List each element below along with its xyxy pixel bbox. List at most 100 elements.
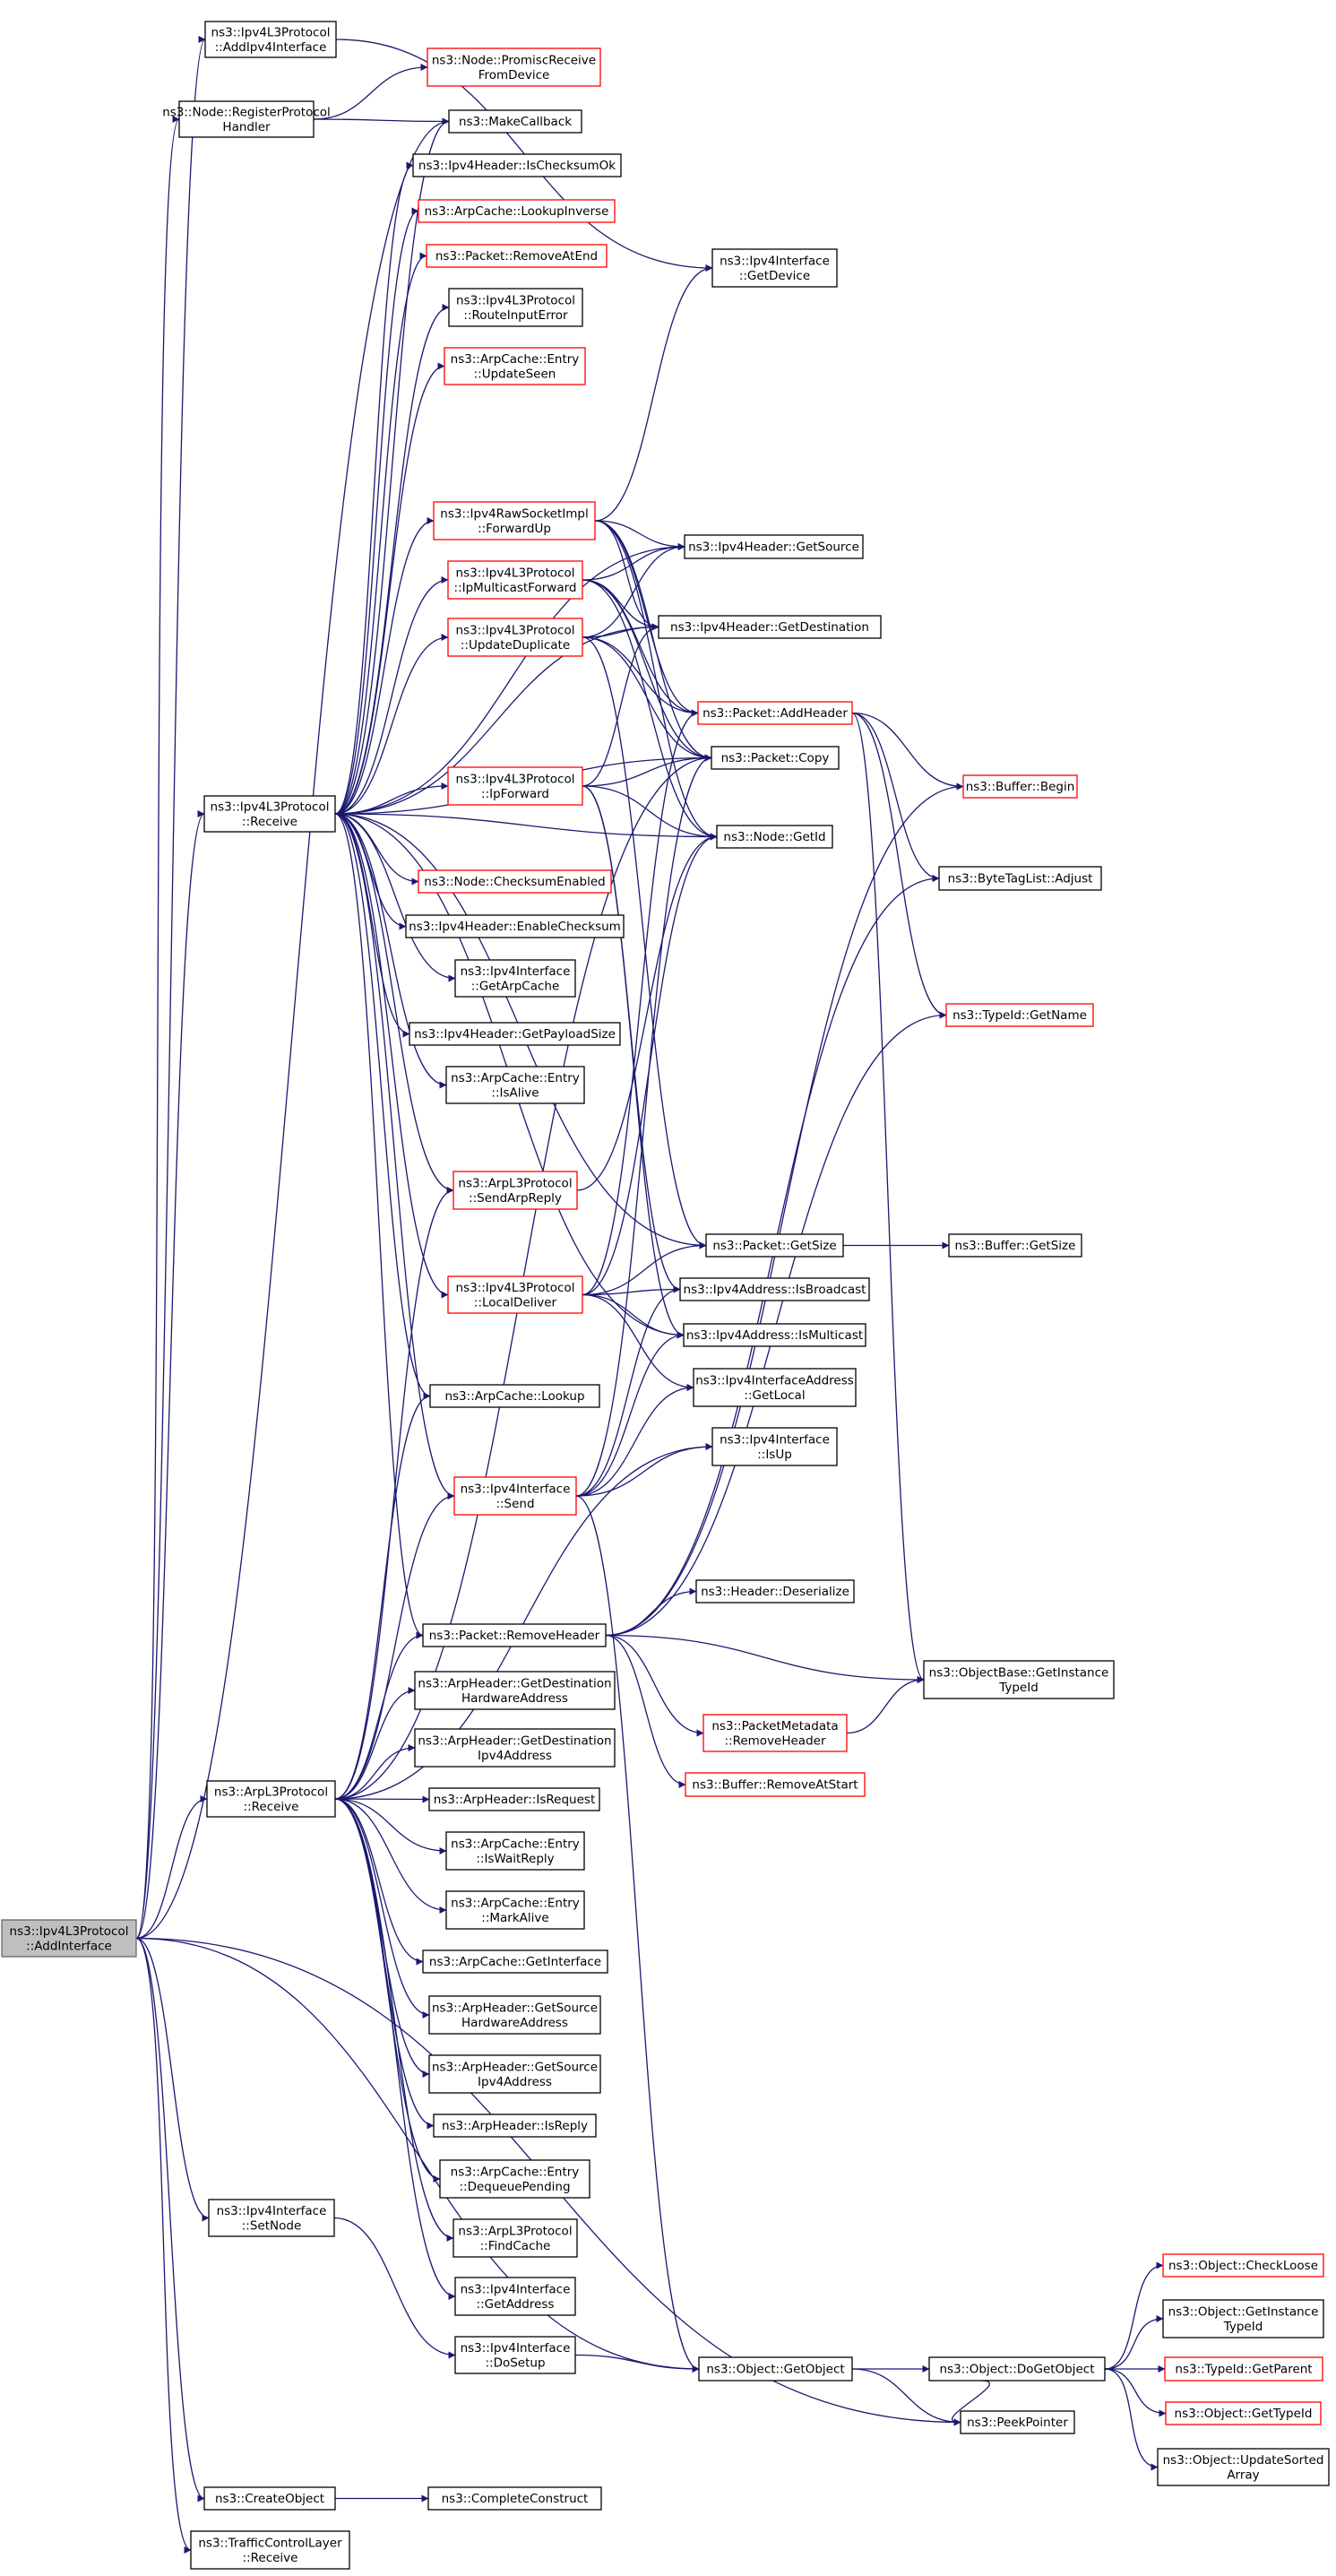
node-doSetup[interactable]: ns3::Ipv4Interface::DoSetup (454, 2336, 576, 2374)
node-root[interactable]: ns3::Ipv4L3Protocol::AddInterface (1, 1919, 137, 1958)
node-ipv4Receive[interactable]: ns3::Ipv4L3Protocol::Receive (203, 795, 336, 833)
node-completeConstruct[interactable]: ns3::CompleteConstruct (427, 2486, 602, 2511)
node-sendArpReply[interactable]: ns3::ArpL3Protocol::SendArpReply (453, 1171, 578, 1210)
node-nodeGetId[interactable]: ns3::Node::GetId (716, 825, 833, 849)
node-getObject[interactable]: ns3::Object::GetObject (698, 2356, 853, 2382)
node-bufferBegin[interactable]: ns3::Buffer::Begin (962, 774, 1078, 799)
node-arpGetInterface[interactable]: ns3::ArpCache::GetInterface (422, 1949, 608, 1974)
edge-ipv4Receive-to-localDeliver (334, 813, 449, 1299)
node-isBroadcast[interactable]: ns3::Ipv4Address::IsBroadcast (679, 1277, 870, 1301)
node-arpGetDestIp[interactable]: ns3::ArpHeader::GetDestinationIpv4Addres… (414, 1728, 616, 1768)
node-addIpv4[interactable]: ns3::Ipv4L3Protocol::AddIpv4Interface (204, 21, 337, 58)
node-bufferGetSize[interactable]: ns3::Buffer::GetSize (948, 1233, 1082, 1258)
node-pmRemoveHeader[interactable]: ns3::PacketMetadata::RemoveHeader (702, 1714, 848, 1752)
node-label: ns3::Buffer::Begin (966, 780, 1075, 794)
node-ifaceGetAddress[interactable]: ns3::Ipv4Interface::GetAddress (454, 2277, 576, 2316)
node-doGetObject[interactable]: ns3::Object::DoGetObject (928, 2356, 1106, 2382)
node-setNode[interactable]: ns3::Ipv4Interface::SetNode (208, 2199, 335, 2237)
node-box (928, 2356, 1106, 2382)
node-addHeader[interactable]: ns3::Packet::AddHeader (697, 701, 853, 725)
node-byteTagAdjust[interactable]: ns3::ByteTagList::Adjust (938, 866, 1102, 891)
edge-arpReceive-to-arpGetDestIp (334, 1744, 416, 1800)
node-getDestination[interactable]: ns3::Ipv4Header::GetDestination (658, 615, 882, 639)
node-peekPointer[interactable]: ns3::PeekPointer (960, 2410, 1075, 2434)
node-isRequest[interactable]: ns3::ArpHeader::IsRequest (428, 1787, 600, 1811)
node-box (1162, 2253, 1324, 2278)
node-updateDuplicate[interactable]: ns3::Ipv4L3Protocol::UpdateDuplicate (447, 618, 583, 657)
node-isAlive[interactable]: ns3::ArpCache::Entry::IsAlive (445, 1066, 585, 1104)
node-box (208, 2199, 335, 2237)
node-typeIdGetName[interactable]: ns3::TypeId::GetName (945, 1003, 1094, 1027)
node-packetCopy[interactable]: ns3::Packet::Copy (711, 746, 840, 770)
node-box (454, 959, 576, 998)
node-findCache[interactable]: ns3::ArpL3Protocol::FindCache (453, 2218, 578, 2258)
node-isUp[interactable]: ns3::Ipv4Interface::IsUp (711, 1427, 838, 1466)
node-tcReceive[interactable]: ns3::TrafficControlLayer::Receive (190, 2530, 350, 2570)
node-getArpCache[interactable]: ns3::Ipv4Interface::GetArpCache (454, 959, 576, 998)
node-box (697, 701, 853, 725)
node-packetGetSize[interactable]: ns3::Packet::GetSize (705, 1233, 844, 1258)
node-label: ns3::Buffer::GetSize (955, 1239, 1076, 1253)
node-removeHeader[interactable]: ns3::Packet::RemoveHeader (422, 1623, 607, 1647)
node-enableChecksum[interactable]: ns3::Ipv4Header::EnableChecksum (405, 914, 625, 938)
node-isWaitReply[interactable]: ns3::ArpCache::Entry::IsWaitReply (445, 1831, 585, 1871)
node-arpGetDestHw[interactable]: ns3::ArpHeader::GetDestinationHardwareAd… (414, 1671, 616, 1710)
node-box (447, 1275, 583, 1314)
node-arpReceive[interactable]: ns3::ArpL3Protocol::Receive (206, 1780, 336, 1818)
node-box (658, 615, 882, 639)
node-checksumEnabled[interactable]: ns3::Node::ChecksumEnabled (418, 869, 612, 894)
node-localDeliver[interactable]: ns3::Ipv4L3Protocol::LocalDeliver (447, 1275, 583, 1314)
node-label: ns3::Ipv4L3Protocol (456, 1281, 575, 1295)
node-bufferRemoveAtStart[interactable]: ns3::Buffer::RemoveAtStart (685, 1772, 866, 1797)
node-label: ns3::Packet::AddHeader (702, 706, 848, 721)
node-isMulticast[interactable]: ns3::Ipv4Address::IsMulticast (683, 1323, 866, 1347)
node-isReply[interactable]: ns3::ArpHeader::IsReply (433, 2114, 597, 2138)
node-makeCallback[interactable]: ns3::MakeCallback (448, 109, 582, 134)
node-ifaceSend[interactable]: ns3::Ipv4Interface::Send (453, 1476, 577, 1516)
node-label: ns3::Buffer::RemoveAtStart (692, 1778, 858, 1793)
node-createObject[interactable]: ns3::CreateObject (203, 2486, 336, 2511)
edge-root-to-createObject (135, 1937, 205, 2503)
node-routeInputError[interactable]: ns3::Ipv4L3Protocol::RouteInputError (448, 288, 583, 327)
node-removeAtEnd[interactable]: ns3::Packet::RemoveAtEnd (426, 244, 608, 268)
node-getDevice[interactable]: ns3::Ipv4Interface::GetDevice (711, 248, 838, 288)
node-box (711, 1427, 838, 1466)
node-box (453, 2218, 578, 2258)
node-box (1, 1919, 137, 1958)
node-forwardUp[interactable]: ns3::Ipv4RawSocketImpl::ForwardUp (433, 501, 596, 540)
node-label: ::IsUp (757, 1448, 792, 1462)
node-checkLoose[interactable]: ns3::Object::CheckLoose (1162, 2253, 1324, 2278)
node-label: ns3::Node::RegisterProtocol (162, 105, 331, 119)
node-getParent[interactable]: ns3::TypeId::GetParent (1164, 2356, 1323, 2382)
node-box (206, 1780, 336, 1818)
node-label: ns3::Ipv4L3Protocol (211, 800, 330, 814)
node-box (716, 825, 833, 849)
node-ipForward[interactable]: ns3::Ipv4L3Protocol::IpForward (447, 766, 583, 806)
node-label: FromDevice (478, 68, 550, 82)
node-updateSeen[interactable]: ns3::ArpCache::Entry::UpdateSeen (444, 347, 586, 385)
edge-sendArpReply-to-nodeGetId (576, 833, 718, 1191)
node-headerDeserialize[interactable]: ns3::Header::Deserialize (695, 1579, 855, 1604)
node-box (948, 1233, 1082, 1258)
edge-registerProto-to-makeCallback (313, 117, 450, 125)
edge-ipv4Receive-to-routeInputError (334, 304, 450, 815)
node-arpCacheLookup[interactable]: ns3::ArpCache::Lookup (429, 1384, 600, 1408)
node-label: ns3::ArpL3Protocol (458, 2224, 572, 2238)
node-lookupInverse[interactable]: ns3::ArpCache::LookupInverse (418, 199, 616, 223)
node-dequeuePending[interactable]: ns3::ArpCache::Entry::DequeuePending (439, 2159, 590, 2199)
node-getSource[interactable]: ns3::Ipv4Header::GetSource (684, 534, 864, 559)
node-getPayloadSize[interactable]: ns3::Ipv4Header::GetPayloadSize (409, 1022, 621, 1046)
node-getLocal[interactable]: ns3::Ipv4InterfaceAddress::GetLocal (693, 1368, 857, 1407)
node-isChecksumOk[interactable]: ns3::Ipv4Header::IsChecksumOk (412, 153, 622, 177)
node-markAlive[interactable]: ns3::ArpCache::Entry::MarkAlive (445, 1890, 585, 1930)
node-getTypeId[interactable]: ns3::Object::GetTypeId (1165, 2401, 1322, 2425)
node-ipMulticastForward[interactable]: ns3::Ipv4L3Protocol::IpMulticastForward (447, 560, 583, 600)
node-label: ::ForwardUp (478, 522, 551, 536)
